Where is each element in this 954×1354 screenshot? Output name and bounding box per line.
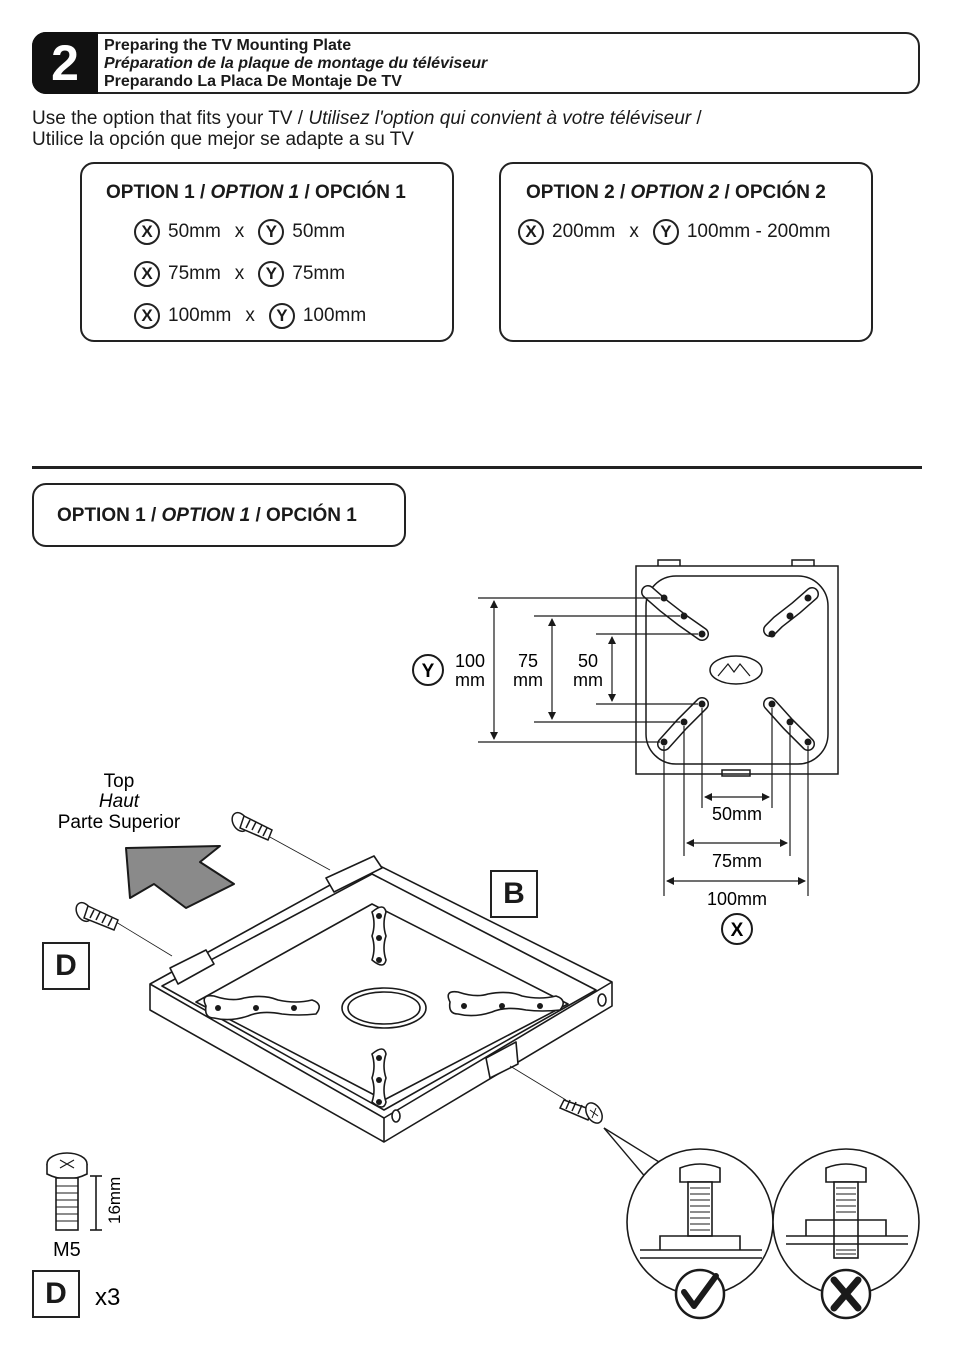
- option2-row-1: X 200mm x Y 100mm - 200mm: [518, 219, 830, 245]
- option2-title-fr: OPTION 2: [630, 182, 720, 203]
- y-axis-badge: [412, 654, 444, 686]
- screw-2: [75, 901, 119, 931]
- intro-text: Use the option that fits your TV / Utili…: [32, 108, 702, 150]
- option1-row-1: X 50mm x Y 50mm: [134, 219, 345, 245]
- tv-mount-holes: [660, 594, 812, 746]
- option1-title: OPTION 1 / OPTION 1 / OPCIÓN 1: [106, 182, 406, 204]
- step-titles: Preparing the TV Mounting Plate Préparat…: [104, 37, 487, 91]
- x-axis-badge: X: [134, 303, 160, 329]
- times-sign: x: [629, 221, 639, 242]
- x-dim-50-label: 50mm: [712, 804, 762, 824]
- cross-icon: [820, 1268, 872, 1320]
- option1-x-value: 50mm: [168, 221, 221, 242]
- y-dim-100-unit: mm: [455, 670, 485, 690]
- option1-row-2: X 75mm x Y 75mm: [134, 261, 345, 287]
- intro-fr: Utilisez l'option qui convient à votre t…: [308, 108, 692, 129]
- x-axis-badge: X: [134, 219, 160, 245]
- screw-quantity: x3: [95, 1284, 120, 1311]
- intro-en: Use the option that fits your TV /: [32, 108, 309, 129]
- check-icon: [674, 1268, 726, 1320]
- plate-holes: [215, 913, 543, 1105]
- step-number: 2: [32, 32, 98, 94]
- y-dim-50-value: 50: [578, 651, 598, 671]
- step-title-fr: Préparation de la plaque de montage du t…: [104, 55, 488, 72]
- option2-title-en: OPTION 2 /: [526, 182, 631, 203]
- option1-y-value: 100mm: [302, 305, 367, 326]
- screw-spec-icon: [46, 1152, 102, 1231]
- screw-3: [558, 1099, 603, 1124]
- option2-title-es: / OPCIÓN 2: [719, 182, 826, 203]
- option2-y-value: 100mm - 200mm: [686, 221, 831, 242]
- option1-title-en: OPTION 1 /: [106, 182, 211, 203]
- screw-length-label: 16mm: [105, 1177, 124, 1224]
- x-dimension-lines: [663, 708, 809, 896]
- option1-y-value: 75mm: [292, 263, 346, 284]
- section-option1-box: OPTION 1 / OPTION 1 / OPCIÓN 1: [32, 483, 406, 547]
- part-d-label: D: [42, 942, 90, 990]
- x-axis-badge: [721, 913, 753, 945]
- section-title-fr: OPTION 1: [161, 505, 251, 526]
- option2-x-value: 200mm: [552, 221, 616, 242]
- option1-x-value: 75mm: [168, 263, 221, 284]
- y-dim-75-unit: mm: [513, 670, 543, 690]
- option1-title-es: / OPCIÓN 1: [299, 182, 406, 203]
- option1-box: OPTION 1 / OPTION 1 / OPCIÓN 1 X 50mm x …: [80, 162, 454, 342]
- x-dim-100-label: 100mm: [707, 889, 767, 909]
- option1-y-value: 50mm: [292, 221, 346, 242]
- y-axis-badge: Y: [268, 303, 295, 329]
- section-title-es: / OPCIÓN 1: [250, 505, 357, 526]
- y-dim-100-value: 100: [455, 651, 485, 671]
- x-axis-badge: X: [518, 219, 544, 245]
- incorrect-detail: [772, 1148, 920, 1296]
- screw-guides: [115, 835, 567, 1101]
- times-sign: x: [234, 263, 245, 284]
- option1-title-fr: OPTION 1: [210, 182, 300, 203]
- top-label-en: Top: [104, 771, 135, 792]
- screw-size-label: M5: [53, 1239, 81, 1261]
- y-axis-badge: Y: [258, 219, 285, 245]
- x-axis-letter: X: [731, 920, 744, 941]
- intro-slash: /: [691, 108, 702, 129]
- step-title-es: Preparando La Placa De Montaje De TV: [104, 73, 402, 90]
- screw-1: [231, 811, 273, 841]
- mounting-plate: [149, 855, 613, 1143]
- tv-back-panel: [635, 559, 839, 777]
- y-axis-badge: Y: [652, 219, 679, 245]
- option1-x-value: 100mm: [168, 305, 232, 326]
- y-dim-75-value: 75: [518, 651, 538, 671]
- intro-es: Utilice la opción que mejor se adapte a …: [32, 129, 414, 150]
- y-axis-badge: Y: [258, 261, 285, 287]
- section-option1-title: OPTION 1 / OPTION 1 / OPCIÓN 1: [57, 505, 357, 527]
- times-sign: x: [234, 221, 245, 242]
- times-sign: x: [245, 305, 255, 326]
- option2-box: OPTION 2 / OPTION 2 / OPCIÓN 2 X 200mm x…: [499, 162, 873, 342]
- top-label-es: Parte Superior: [58, 812, 181, 833]
- step-title-en: Preparing the TV Mounting Plate: [104, 37, 352, 54]
- part-b-label: B: [490, 870, 538, 918]
- y-dimension-lines: [478, 597, 698, 743]
- top-label-fr: Haut: [99, 791, 140, 812]
- part-d-quantity-label: D: [32, 1270, 80, 1318]
- x-dim-75-label: 75mm: [712, 851, 762, 871]
- correct-detail: [626, 1148, 774, 1296]
- y-axis-letter: Y: [422, 661, 435, 682]
- y-dim-50-unit: mm: [573, 670, 603, 690]
- top-direction-arrow: [125, 845, 235, 909]
- option1-row-3: X 100mm x Y 100mm: [134, 303, 366, 329]
- section-title-en: OPTION 1 /: [57, 505, 162, 526]
- option2-title: OPTION 2 / OPTION 2 / OPCIÓN 2: [526, 182, 826, 204]
- section-divider: [32, 466, 922, 469]
- x-axis-badge: X: [134, 261, 160, 287]
